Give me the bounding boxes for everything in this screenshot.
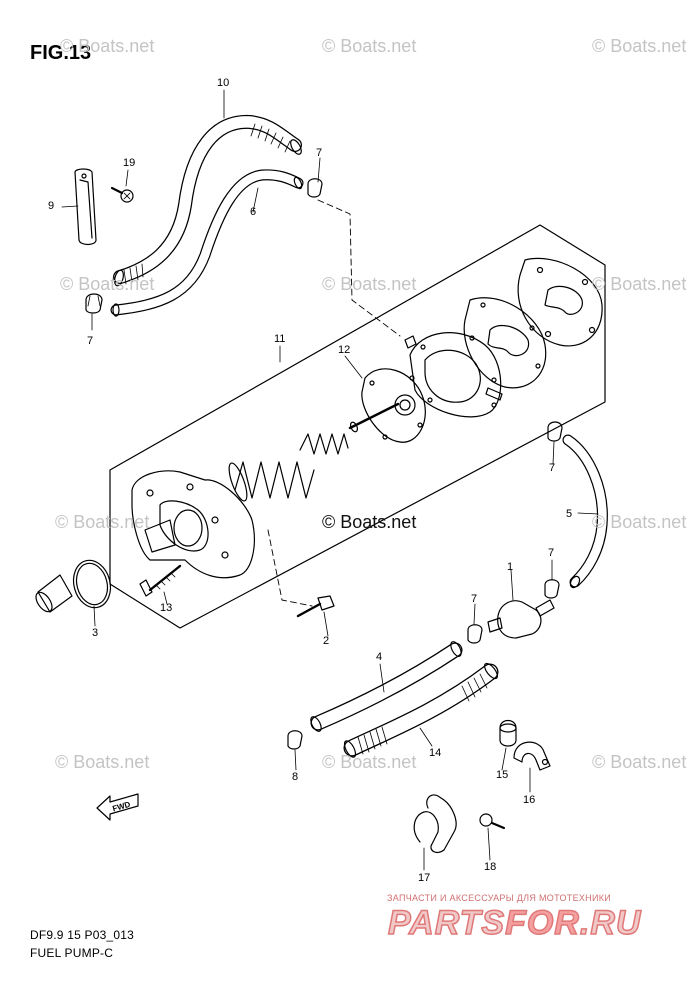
- callout-7: 7: [549, 462, 556, 474]
- callout-4: 4: [376, 651, 383, 663]
- clamp-16: [513, 741, 551, 771]
- callout-7: 7: [471, 593, 478, 605]
- shop-tagline: ЗАПЧАСТИ И АКСЕССУАРЫ ДЛЯ МОТОТЕХНИКИ: [387, 893, 612, 903]
- figure-subtitle: FUEL PUMP-C: [30, 946, 114, 960]
- spring-small: [299, 433, 349, 455]
- watermark: © Boats.net: [322, 752, 417, 772]
- clip-7-right-lower: [544, 579, 560, 599]
- callout-3: 3: [92, 627, 99, 639]
- watermark: © Boats.net: [322, 36, 417, 56]
- figure-code: DF9.9 15 P03_013: [30, 928, 134, 942]
- watermark: © Boats.net: [60, 36, 155, 56]
- pump-housing: [131, 470, 255, 579]
- grommet-15: [499, 719, 517, 747]
- callout-1: 1: [507, 561, 514, 573]
- watermark: © Boats.net: [592, 512, 687, 532]
- fuel-filter-1: [487, 599, 555, 639]
- shop-logo-part2: FOR: [504, 903, 580, 943]
- leader-dashed-top: [317, 199, 401, 337]
- o-ring-3: [72, 559, 112, 609]
- spring-clip-17: [413, 794, 457, 854]
- callout-12: 12: [338, 344, 351, 356]
- callout-7: 7: [316, 147, 323, 159]
- watermark: © Boats.net: [592, 36, 687, 56]
- callout-7: 7: [548, 547, 555, 559]
- watermark: © Boats.net: [55, 512, 150, 532]
- pump-gasket: [463, 297, 547, 389]
- callout-13: 13: [160, 602, 173, 614]
- filter-cap: [35, 574, 73, 613]
- callout-2: 2: [323, 635, 330, 647]
- pump-body: [404, 332, 503, 418]
- fwd-arrow-icon: [96, 793, 139, 821]
- callout-5: 5: [566, 508, 573, 520]
- callout-7: 7: [87, 335, 94, 347]
- watermark: © Boats.net: [60, 274, 155, 294]
- callout-16: 16: [523, 794, 536, 806]
- clip-8: [287, 730, 303, 750]
- callout-9: 9: [48, 200, 55, 212]
- hose-10: [113, 114, 302, 287]
- hose-14: [343, 662, 499, 758]
- callout-11: 11: [274, 333, 286, 345]
- screw-2: [296, 595, 335, 618]
- hose-4: [310, 641, 463, 732]
- shop-logo-part1: PARTS: [387, 903, 506, 943]
- watermark: © Boats.net: [55, 752, 150, 772]
- watermark: © Boats.net: [322, 274, 417, 294]
- watermark: © Boats.net: [592, 274, 687, 294]
- pump-cover-plate: [517, 257, 603, 347]
- callout-19: 19: [123, 157, 136, 169]
- shop-logo-part3: .RU: [579, 903, 642, 943]
- callout-6: 6: [250, 206, 257, 218]
- screw-13: [139, 564, 182, 597]
- figure-title: FIG.13: [30, 42, 92, 64]
- callout-8: 8: [292, 771, 299, 783]
- clip-7-left: [85, 293, 103, 314]
- clip-7-top: [307, 178, 323, 198]
- hose-5: [562, 434, 608, 589]
- callout-10: 10: [217, 77, 230, 89]
- bracket-9: [74, 168, 97, 246]
- diaphragm-12: [348, 368, 426, 443]
- leader-dashed-mid: [267, 529, 313, 607]
- callout-15: 15: [496, 769, 509, 781]
- screw-18: [479, 813, 506, 830]
- callout-14: 14: [429, 747, 442, 759]
- leader-lines: [61, 89, 599, 871]
- spring-large: [228, 461, 315, 502]
- callout-17: 17: [418, 872, 431, 884]
- clip-7-right-upper: [547, 421, 563, 442]
- callout-18: 18: [484, 861, 497, 873]
- shop-logo[interactable]: PARTSFOR.RU: [387, 903, 642, 943]
- watermark: © Boats.net: [592, 752, 687, 772]
- hose-6: [110, 169, 304, 317]
- screw-19: [110, 186, 134, 203]
- fwd-label: FWD: [111, 800, 131, 814]
- clip-7-center: [467, 624, 483, 644]
- watermark-center: © Boats.net: [322, 512, 417, 532]
